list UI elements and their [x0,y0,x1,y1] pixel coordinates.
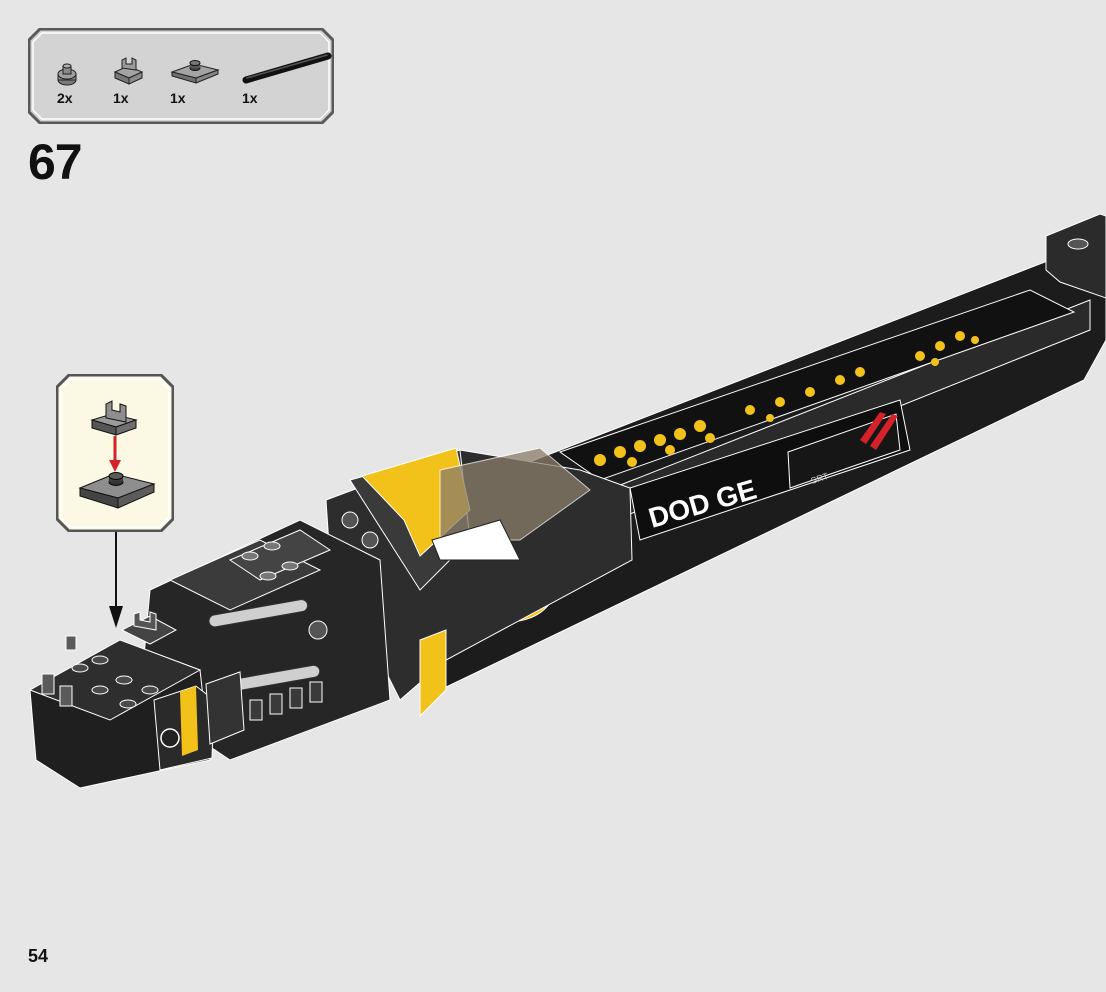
callout-pointer-arrow [109,532,123,628]
page-number: 54 [28,946,48,967]
